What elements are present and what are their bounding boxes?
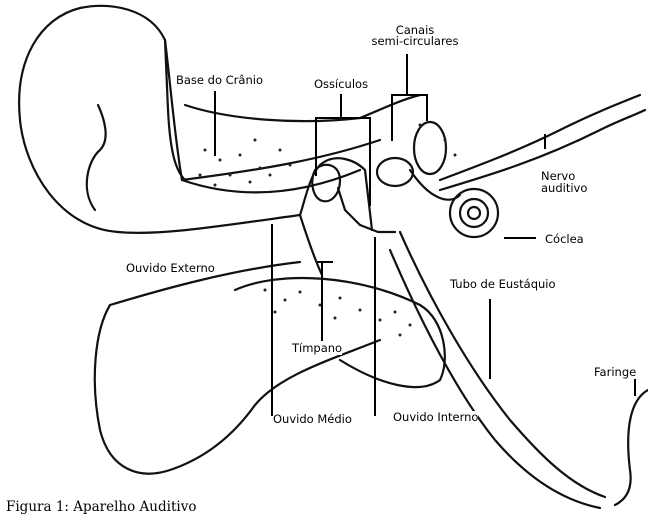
label-timpano: Tímpano [292,342,342,355]
label-semi-circulares: semi-circulares [360,35,470,48]
leader-ouvido-medio [272,225,375,415]
semicircular-canal-1 [414,122,446,174]
pinna-inner-fold [87,105,106,210]
auditory-nerve [440,95,640,180]
label-ouvido-medio: Ouvido Médio [273,413,352,426]
label-auditivo: auditivo [541,182,587,195]
eardrum [300,215,322,275]
stapes [360,225,395,232]
label-ouvido-interno: Ouvido Interno [393,411,478,424]
label-faringe: Faringe [594,366,636,379]
ear-lobe [95,305,380,474]
pinna-outline [19,6,185,232]
eustachian-tube [400,232,605,497]
incus [338,188,360,225]
label-coclea: Cóclea [545,233,584,246]
label-base-cranio: Base do Crânio [176,74,263,87]
label-ouvido-externo: Ouvido Externo [126,262,215,275]
label-ossiculos: Ossículos [314,78,368,91]
label-tubo-eustaquio: Tubo de Eustáquio [450,278,556,291]
pharynx [615,390,648,505]
figure-caption: Figura 1: Aparelho Auditivo [6,499,196,515]
skull-base-inner [185,95,420,121]
leader-timpano [318,262,332,340]
semicircular-canal-2 [377,158,413,186]
